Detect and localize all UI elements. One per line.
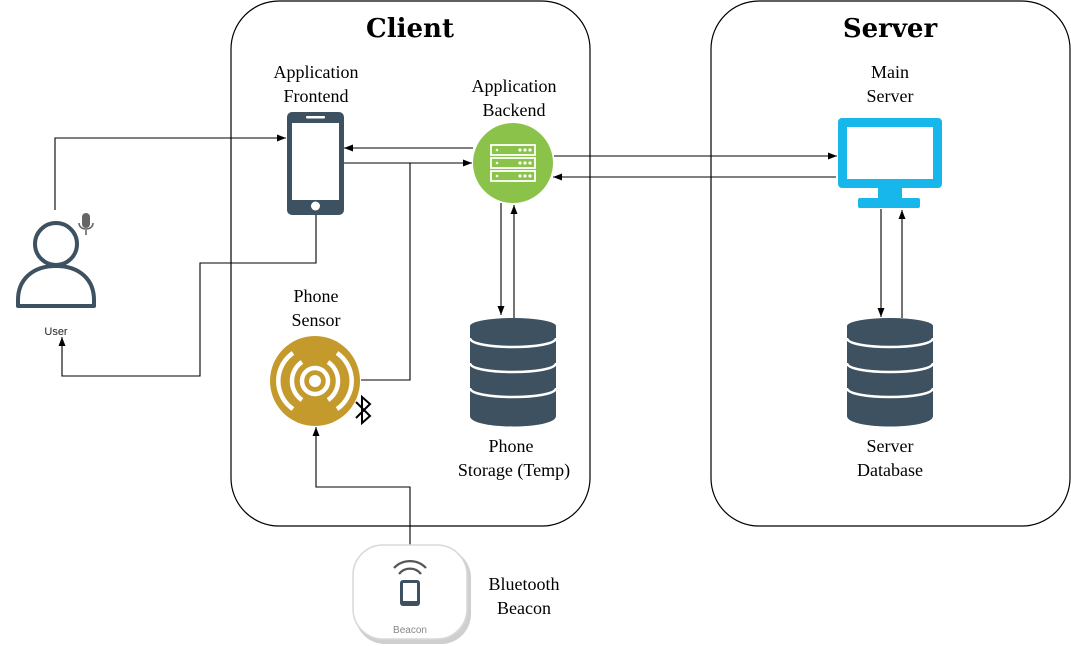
user-node[interactable]: User <box>16 213 96 338</box>
connectors <box>54 134 906 547</box>
database-icon <box>845 318 935 427</box>
edge-user-to-frontend <box>54 134 286 210</box>
edge-frontend-to-user <box>58 215 317 377</box>
beacon-device-icon: Beacon <box>352 544 471 644</box>
signal-sensor-icon <box>270 336 360 426</box>
server-container: Server <box>710 0 1071 527</box>
server-title: Server <box>843 14 938 44</box>
smartphone-icon <box>287 112 344 215</box>
server-database-label-line2: Database <box>857 460 923 480</box>
beacon-label-line1: Bluetooth <box>489 574 560 594</box>
main-server-label-line1: Main <box>871 62 909 82</box>
database-icon <box>468 318 558 427</box>
phone-storage-node[interactable]: Phone Storage (Temp) <box>458 318 570 481</box>
phone-sensor-label-line2: Sensor <box>292 310 341 330</box>
main-server-label-line2: Server <box>867 86 914 106</box>
monitor-icon <box>838 118 942 208</box>
server-database-label-line1: Server <box>867 436 914 456</box>
app-frontend-node[interactable]: Application Frontend <box>274 62 359 215</box>
main-server-node[interactable]: Main Server <box>838 62 942 208</box>
bluetooth-beacon-node[interactable]: Beacon Bluetooth Beacon <box>352 544 560 644</box>
user-icon <box>16 221 96 308</box>
app-backend-label-line2: Backend <box>483 100 546 120</box>
phone-sensor-node[interactable]: Phone Sensor <box>270 286 372 426</box>
app-frontend-label-line2: Frontend <box>284 86 349 106</box>
bluetooth-icon <box>355 394 372 426</box>
edge-sensor-to-backend <box>361 163 411 381</box>
phone-storage-label-line1: Phone <box>489 436 534 456</box>
microphone-icon <box>78 213 94 235</box>
app-backend-label-line1: Application <box>472 76 557 96</box>
edge-beacon-to-sensor <box>312 427 411 547</box>
app-backend-node[interactable]: Application Backend <box>472 76 557 203</box>
phone-storage-label-line2: Storage (Temp) <box>458 460 570 481</box>
beacon-device-text: Beacon <box>393 625 427 636</box>
server-database-node[interactable]: Server Database <box>845 318 935 480</box>
client-title: Client <box>366 14 454 44</box>
app-frontend-label-line1: Application <box>274 62 359 82</box>
server-rack-icon <box>473 123 553 203</box>
phone-sensor-label-line1: Phone <box>294 286 339 306</box>
beacon-label-line2: Beacon <box>497 598 551 618</box>
user-label: User <box>44 326 68 338</box>
